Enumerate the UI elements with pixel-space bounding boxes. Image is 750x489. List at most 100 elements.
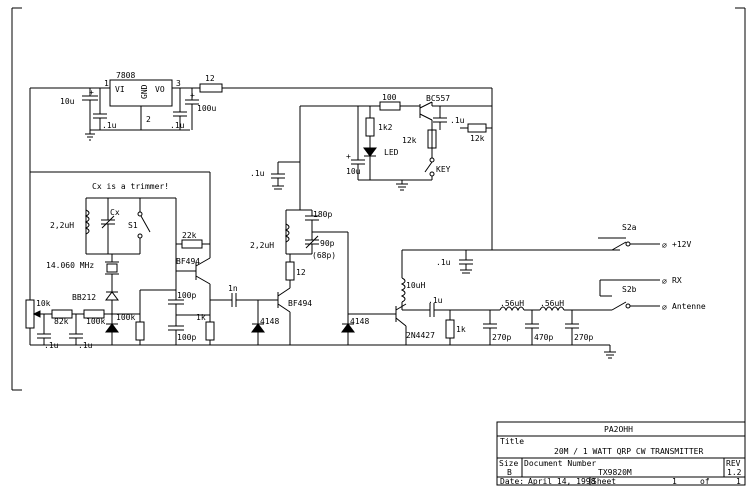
rev-value: 1.2 [727,468,742,477]
resistor-1k2-label: 1k2 [378,123,393,132]
resistor-12-top [199,83,223,93]
cap-1u-b-label: .1u [170,121,185,130]
resistor-12k-a-label: 12k [402,136,417,145]
title-block: PA2OHH Title 20M / 1 WATT QRP CW TRANSMI… [496,421,746,486]
resistor-100k-b [135,321,145,341]
svg-text:⌀: ⌀ [662,277,667,286]
switch-s2b-label: S2b [622,285,637,294]
gnd-label: GND [140,84,149,99]
led-label: LED [384,148,399,157]
inductor-056uh-b-label: .56uH [540,299,564,308]
keying-section: 100 BC557 .1u 12k KEY 12k 1k2 [250,93,492,210]
cap-1u-c-label: .1u [450,116,465,125]
pa-section: S2a ⌀ +12V .1u 10uH 2N4427 .1u 1k [395,223,706,359]
cap-270p-b-label: 270p [574,333,593,342]
cap-470p-label: 470p [534,333,553,342]
diode-4148-a-label: 4148 [260,317,279,326]
sheet-label: Sheet [592,477,616,486]
rev-label: REV [726,459,741,468]
resistor-82k-label: 82k [54,317,69,326]
transistor-bc557-label: BC557 [426,94,450,103]
cap-1u-h-label: .1u [428,296,443,305]
title-text: 20M / 1 WATT QRP CW TRANSMITTER [554,447,703,456]
resistor-12-top-label: 12 [205,74,215,83]
of-label: of [700,477,710,486]
trimmer-note: Cx is a trimmer! [92,182,169,191]
date-label: Date: [500,477,524,486]
led-symbol [363,147,377,157]
pin2-label: 2 [146,115,151,124]
crystal-label: 14.060 MHz [46,261,94,270]
docnum-value: TX9820M [598,468,632,477]
inductor-056uh-a-label: .56uH [500,299,524,308]
inductor-056uh-a [499,306,525,312]
cap-100p-b-label: 100p [177,333,196,342]
resistor-12-mid-label: 12 [296,268,306,277]
resistor-100k-a-label: 100k [86,317,105,326]
resistor-12k-b [467,123,487,133]
sheets-value: 1 [736,477,741,486]
inductor-2-2uh-a-label: 2,2uH [50,221,74,230]
transistor-bf494-b-label: BF494 [288,299,312,308]
inductor-2-2uh-b-label: 2,2uH [250,241,274,250]
cap-1u-d-label: .1u [250,169,265,178]
vi-label: VI [115,85,125,94]
resistor-1k-b-label: 1k [456,325,466,334]
power-supply: 7808 1 3 2 VI VO GND 12 + 10u .1u [29,71,493,250]
svg-text:+: + [190,91,195,100]
potentiometer-10k [25,299,35,329]
cap-90p-label: 90p [320,239,335,248]
cap-100p-a-label: 100p [177,291,196,300]
company-name: PA2OHH [604,425,633,434]
resistor-100k-b-label: 100k [116,313,135,322]
resistor-1k2 [365,117,375,137]
buffer-section: BF494 12 180p 90p (68p) 2,2uH 4148 [250,209,396,345]
inductor-10uh-label: 10uH [406,281,425,290]
docnum-label: Document Number [524,459,596,468]
inductor-056uh-b [539,306,565,312]
switch-s2a-label: S2a [622,223,637,232]
resistor-1k-a [205,321,215,341]
size-value: B [507,468,512,477]
svg-text:+: + [346,152,351,161]
antenne-label: Antenne [672,302,706,311]
pin3-label: 3 [176,79,181,88]
title-label: Title [500,437,524,446]
pin1-label: 1 [104,79,109,88]
vo-label: VO [155,85,165,94]
size-label: Size [499,459,518,468]
sheet-value: 1 [672,477,677,486]
date-value: April 14, 1998 [528,477,596,486]
resistor-22k [181,239,203,249]
resistor-22k-label: 22k [182,231,197,240]
transistor-bf494-a-label: BF494 [176,257,200,266]
svg-text:⌀: ⌀ [662,303,667,312]
cap-1n-label: 1n [228,284,238,293]
page-border [11,7,746,422]
varicap-bb212 [105,291,119,301]
plus12v-label: +12V [672,240,691,249]
varicap-label: BB212 [72,293,96,302]
cap-cx-label: Cx [110,208,120,217]
resistor-12-mid [285,261,295,281]
transistor-2n4427-label: 2N4427 [406,331,435,340]
oscillator-section: Cx is a trimmer! 2,2uH Cx S1 14.060 MHz … [25,168,610,350]
cap-1u-g-label: .1u [436,258,451,267]
inductor-2-2uh-b [284,223,290,243]
resistor-1k-b [445,319,455,339]
inductor-2-2uh-a [84,209,90,235]
cap-270p-a-label: 270p [492,333,511,342]
resistor-12k-b-label: 12k [470,134,485,143]
cap-100u-label: 100u [197,104,216,113]
cap-180p-label: 180p [313,210,332,219]
resistor-100 [379,101,401,111]
plus12v-glyph: ⌀ [662,241,667,250]
resistor-100-label: 100 [382,93,397,102]
cap-10u-left-label: 10u [60,97,75,106]
cap-1u-a-label: .1u [102,121,117,130]
key-label: KEY [436,165,451,174]
resistor-1k-a-label: 1k [196,313,206,322]
potentiometer-label: 10k [36,299,51,308]
cap-68p-label: (68p) [312,251,336,260]
